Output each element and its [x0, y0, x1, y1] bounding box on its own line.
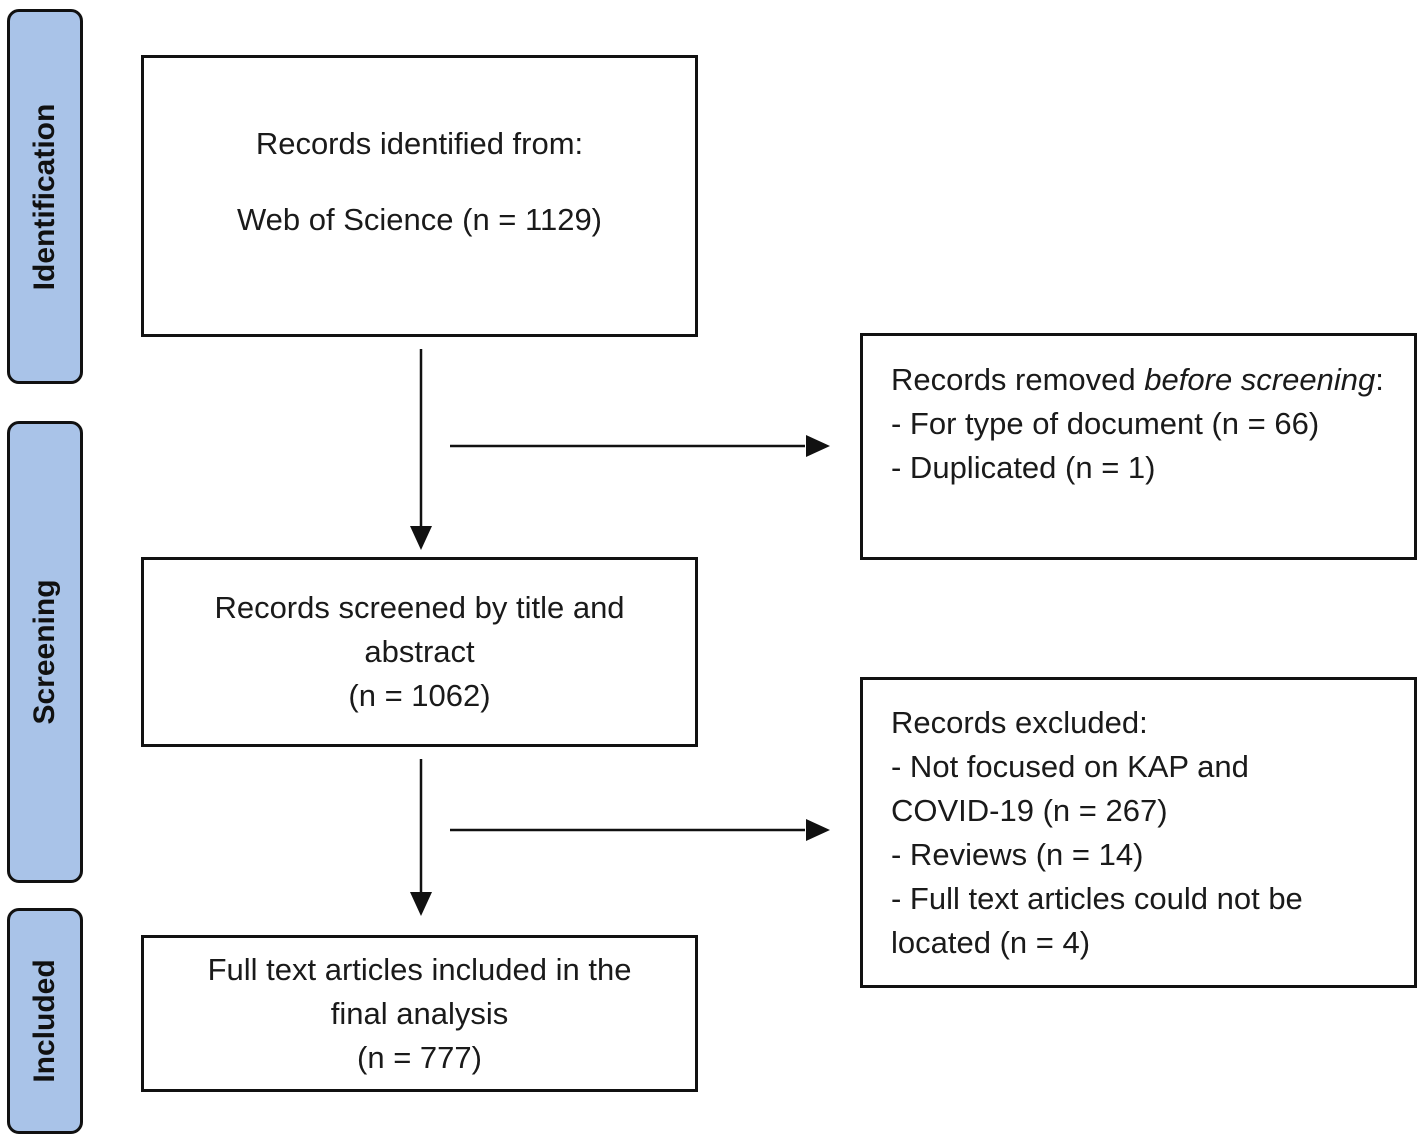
excluded-item-1b: COVID-19 (n = 267) — [891, 793, 1168, 828]
screened-box: Records screened by title and abstract (… — [141, 557, 698, 747]
excluded-box: Records excluded: - Not focused on KAP a… — [860, 677, 1417, 988]
excluded-title: Records excluded: — [891, 705, 1148, 740]
phase-screening: Screening — [7, 421, 83, 883]
excluded-item-3b: located (n = 4) — [891, 925, 1091, 960]
phase-identification: Identification — [7, 9, 83, 384]
removed-item-1: - For type of document (n = 66) — [891, 406, 1320, 441]
screened-line2: abstract — [364, 634, 475, 669]
removed-prefix: Records removed — [891, 362, 1145, 397]
included-line1: Full text articles included in the — [207, 951, 632, 987]
phase-included: Included — [7, 908, 83, 1134]
arrowhead-down-2 — [410, 892, 432, 916]
removed-italic: before screening — [1144, 362, 1376, 397]
excluded-item-1a: - Not focused on KAP and — [891, 749, 1249, 784]
included-line3: (n = 777) — [357, 1039, 482, 1075]
identified-line2: Web of Science (n = 1129) — [236, 202, 603, 237]
arrowhead-right-2 — [806, 819, 830, 841]
removed-heading: Records removed before screening: — [891, 358, 1414, 402]
removed-item-2: - Duplicated (n = 1) — [891, 450, 1156, 485]
arrowhead-down-1 — [410, 526, 432, 550]
identified-line1: Records identified from: — [255, 126, 584, 161]
included-box: Full text articles included in the final… — [141, 935, 698, 1092]
screened-line3: (n = 1062) — [348, 678, 491, 713]
removed-suffix: : — [1375, 362, 1384, 397]
screened-line1: Records screened by title and — [214, 590, 625, 625]
excluded-item-3a: - Full text articles could not be — [891, 881, 1303, 916]
arrowhead-right-1 — [806, 435, 830, 457]
included-line2: final analysis — [330, 995, 509, 1031]
excluded-item-2: - Reviews (n = 14) — [891, 837, 1144, 872]
removed-box: Records removed before screening: - For … — [860, 333, 1417, 560]
identified-box: Records identified from: Web of Science … — [141, 55, 698, 337]
